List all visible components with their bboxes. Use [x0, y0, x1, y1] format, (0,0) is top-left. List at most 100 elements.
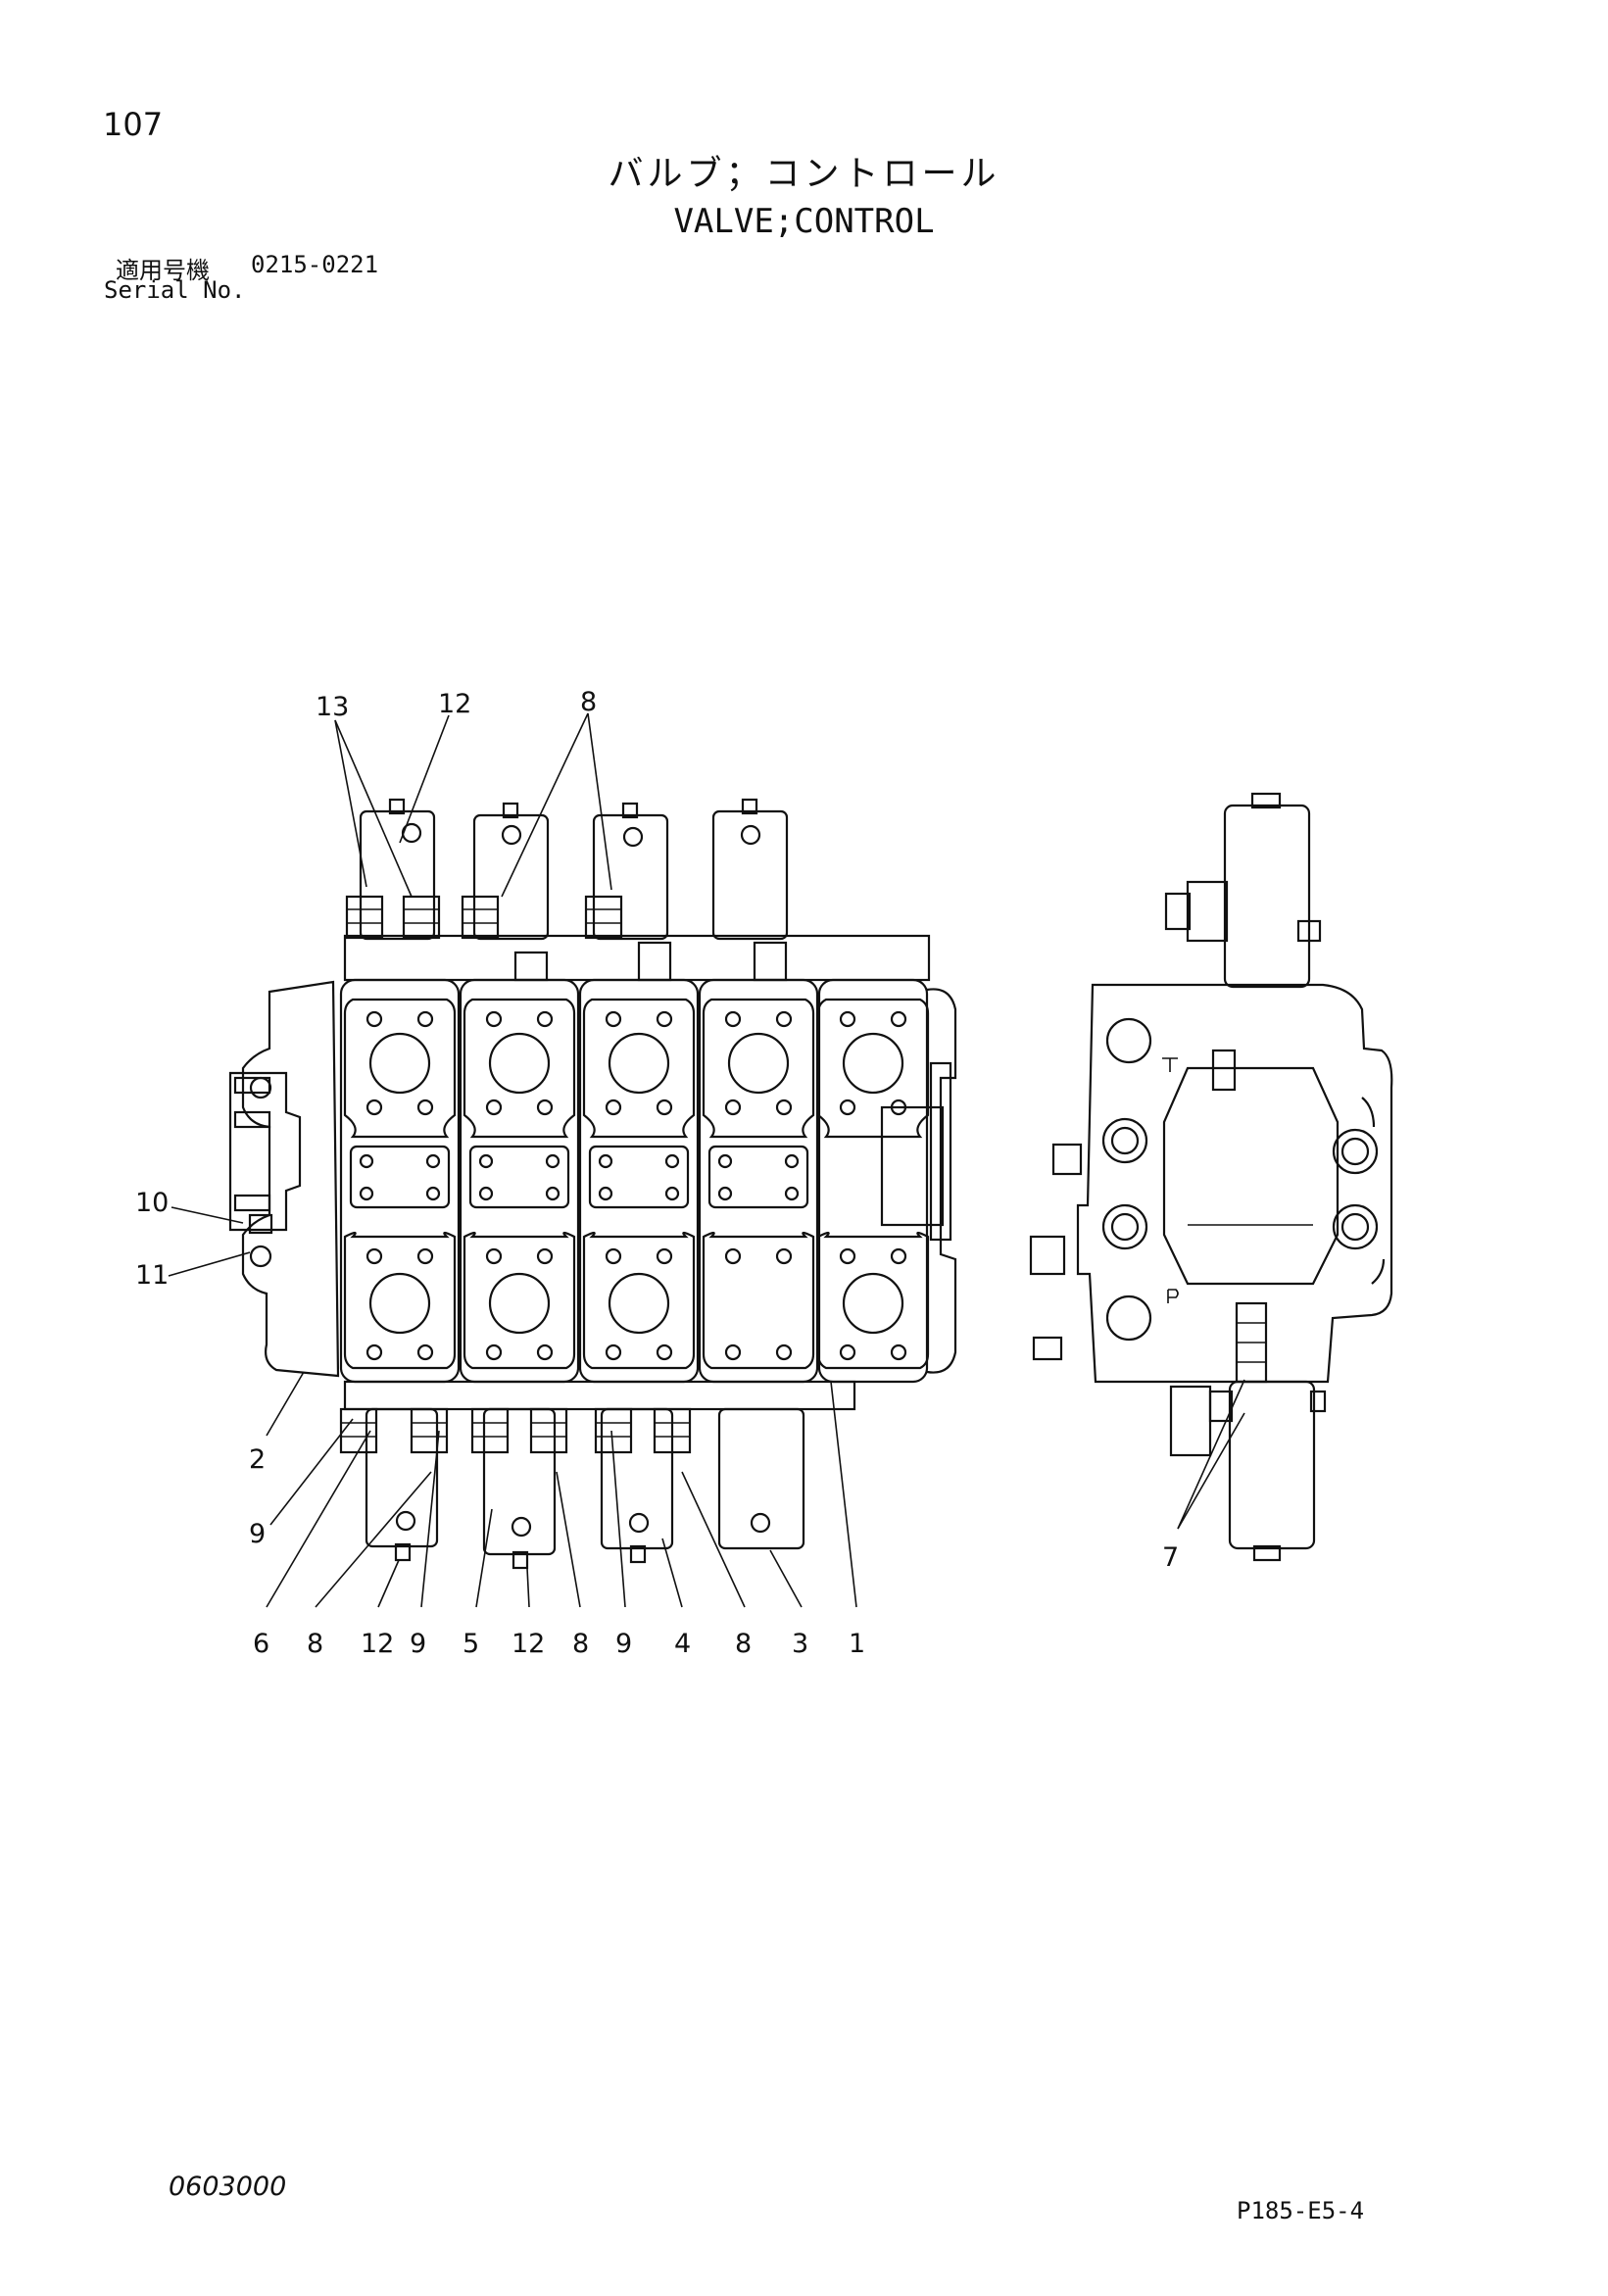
- lower-flange: [702, 1231, 815, 1370]
- callout-6: 6: [253, 1629, 269, 1659]
- callout-9-left: 9: [249, 1519, 266, 1549]
- bolt-hole: [365, 1099, 383, 1116]
- bottom-hex-nut: [529, 1407, 568, 1454]
- serial-range: 0215-0221: [251, 251, 379, 278]
- callout-4: 4: [674, 1629, 691, 1659]
- bottom-hex-nut: [339, 1407, 378, 1454]
- nut-thread-line: [655, 1422, 690, 1438]
- top-hex-nut: [345, 895, 384, 940]
- plate-bolt: [359, 1153, 374, 1169]
- lower-flange: [343, 1231, 457, 1370]
- bolt-hole: [656, 1010, 673, 1028]
- bolt-hole: [365, 1343, 383, 1361]
- nut-thread-line: [531, 1422, 566, 1438]
- bolt-hole: [536, 1099, 554, 1116]
- bolt-hole: [416, 1099, 434, 1116]
- plate-bolt: [598, 1186, 613, 1201]
- callout-3: 3: [792, 1629, 808, 1659]
- callout-8-b: 8: [572, 1629, 589, 1659]
- callout-7: 7: [1162, 1542, 1179, 1573]
- plate-bolt: [717, 1153, 733, 1169]
- valve-section-1: [339, 978, 461, 1384]
- upper-port-circle: [608, 1032, 670, 1095]
- bolt-hole: [416, 1247, 434, 1265]
- bolt-hole: [890, 1343, 907, 1361]
- bolt-hole: [365, 1247, 383, 1265]
- middle-plate: [349, 1145, 451, 1209]
- bolt-hole: [656, 1099, 673, 1116]
- bolt-hole: [536, 1247, 554, 1265]
- bolt-hole: [775, 1247, 793, 1265]
- top-hex-nut: [461, 895, 500, 940]
- lower-port-circle: [488, 1272, 551, 1335]
- callout-5: 5: [463, 1629, 479, 1659]
- plate-bolt: [478, 1186, 494, 1201]
- top-hex-nut: [402, 895, 441, 940]
- bolt-hole: [775, 1343, 793, 1361]
- valve-section-2: [459, 978, 580, 1384]
- bottom-hex-nut: [653, 1407, 692, 1454]
- lower-flange: [582, 1231, 696, 1370]
- upper-flange: [463, 998, 576, 1139]
- callout-12-a: 12: [361, 1629, 394, 1659]
- bolt-hole: [656, 1247, 673, 1265]
- nut-thread-line: [404, 908, 439, 924]
- bolt-hole: [536, 1010, 554, 1028]
- bolt-hole: [890, 1247, 907, 1265]
- callout-10: 10: [135, 1188, 169, 1218]
- document-code: 0603000: [169, 2172, 287, 2202]
- bolt-hole: [724, 1099, 742, 1116]
- bolt-hole: [605, 1247, 622, 1265]
- bolt-hole: [485, 1010, 503, 1028]
- bolt-hole: [416, 1010, 434, 1028]
- bolt-hole: [890, 1010, 907, 1028]
- plate-bolt: [717, 1186, 733, 1201]
- page-number: 107: [103, 106, 164, 143]
- bolt-hole: [485, 1099, 503, 1116]
- leader-lines: [168, 712, 1245, 1608]
- callout-8-a: 8: [307, 1629, 323, 1659]
- bolt-hole: [656, 1343, 673, 1361]
- bolt-hole: [839, 1247, 856, 1265]
- port-p-mark-icon: [1167, 1289, 1179, 1303]
- serial-label-japanese: 適用号機: [116, 257, 210, 284]
- bottom-hex-nut: [470, 1407, 510, 1454]
- bolt-hole: [605, 1099, 622, 1116]
- plate-bolt: [478, 1153, 494, 1169]
- port-t-mark-icon: [1162, 1057, 1178, 1072]
- plate-bolt: [545, 1186, 560, 1201]
- bolt-hole: [485, 1247, 503, 1265]
- title-japanese: バルブ；コントロール: [608, 154, 1000, 194]
- bolt-hole: [724, 1247, 742, 1265]
- bolt-hole: [605, 1010, 622, 1028]
- plate-bolt: [425, 1186, 441, 1201]
- plate-bolt: [359, 1186, 374, 1201]
- callout-12-top: 12: [438, 689, 471, 719]
- callout-11: 11: [135, 1260, 169, 1291]
- upper-flange: [582, 998, 696, 1139]
- bolt-hole: [839, 1010, 856, 1028]
- nut-thread-line: [472, 1422, 508, 1438]
- bolt-hole: [839, 1343, 856, 1361]
- serial-label-english: Serial No.: [104, 276, 246, 304]
- middle-plate: [588, 1145, 690, 1209]
- bolt-hole: [775, 1010, 793, 1028]
- lower-flange: [816, 1231, 930, 1370]
- nut-thread-line: [586, 908, 621, 924]
- valve-section-4: [698, 978, 819, 1384]
- callout-2: 2: [249, 1444, 266, 1475]
- control-valve-front-view-icon: [228, 798, 957, 1570]
- callout-9-b: 9: [615, 1629, 632, 1659]
- upper-flange: [343, 998, 457, 1139]
- upper-flange: [816, 998, 930, 1139]
- plate-bolt: [598, 1153, 613, 1169]
- bolt-hole: [724, 1343, 742, 1361]
- bolt-hole: [890, 1099, 907, 1116]
- upper-port-circle: [842, 1032, 904, 1095]
- bolt-hole: [365, 1010, 383, 1028]
- nut-thread-line: [341, 1422, 376, 1438]
- valve-section-5: [817, 978, 929, 1384]
- middle-plate: [468, 1145, 570, 1209]
- lower-flange: [463, 1231, 576, 1370]
